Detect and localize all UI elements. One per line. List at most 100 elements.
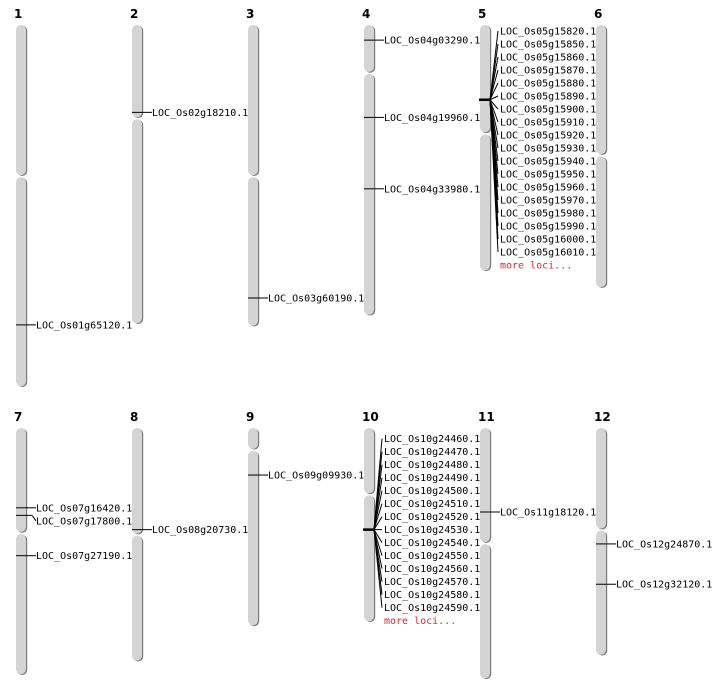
locus-label: LOC_Os05g15890.1 — [500, 92, 596, 103]
chromosome-number: 12 — [594, 410, 611, 424]
chromosome-number: 9 — [246, 410, 254, 424]
more-loci-link[interactable]: more loci... — [500, 261, 572, 272]
locus-label: LOC_Os05g15940.1 — [500, 157, 596, 168]
locus-label: LOC_Os10g24510.1 — [384, 499, 480, 510]
locus-label: LOC_Os10g24520.1 — [384, 512, 480, 523]
locus-label: LOC_Os05g15880.1 — [500, 79, 596, 90]
long-arm — [16, 177, 26, 387]
locus-label: LOC_Os10g24550.1 — [384, 551, 480, 562]
locus-label: LOC_Os05g15930.1 — [500, 144, 596, 155]
locus-label: LOC_Os03g60190.1 — [268, 294, 364, 305]
short-arm — [596, 25, 606, 155]
locus-label: LOC_Os07g27190.1 — [36, 551, 132, 562]
chromosome-5: 5LOC_Os05g15820.1LOC_Os05g15850.1LOC_Os0… — [478, 7, 596, 272]
short-arm — [480, 428, 490, 543]
locus-label: LOC_Os05g15900.1 — [500, 105, 596, 116]
locus-label: LOC_Os05g16010.1 — [500, 248, 596, 259]
chromosome-number: 6 — [594, 7, 602, 21]
locus-label: LOC_Os05g15970.1 — [500, 196, 596, 207]
locus-label: LOC_Os10g24530.1 — [384, 525, 480, 536]
locus-label: LOC_Os05g15820.1 — [500, 27, 596, 38]
chromosome-number: 8 — [130, 410, 138, 424]
long-arm — [248, 450, 258, 626]
long-arm — [596, 530, 606, 655]
locus-label: LOC_Os05g15910.1 — [500, 118, 596, 129]
long-arm — [480, 544, 490, 679]
locus-label: LOC_Os04g19960.1 — [384, 113, 480, 124]
chromosome-7: 7LOC_Os07g16420.1LOC_Os07g17800.1LOC_Os0… — [14, 410, 132, 675]
short-arm — [364, 428, 374, 494]
locus-label: LOC_Os04g33980.1 — [384, 184, 480, 195]
locus-label: LOC_Os10g24470.1 — [384, 447, 480, 458]
locus-label: LOC_Os05g15960.1 — [500, 183, 596, 194]
chromosome-10: 10LOC_Os10g24460.1LOC_Os10g24470.1LOC_Os… — [362, 410, 480, 627]
long-arm — [364, 73, 374, 315]
locus-label: LOC_Os05g15990.1 — [500, 222, 596, 233]
locus-marker: LOC_Os10g24460.1LOC_Os10g24470.1LOC_Os10… — [363, 434, 480, 627]
locus-label: LOC_Os05g15920.1 — [500, 131, 596, 142]
chromosome-number: 10 — [362, 410, 379, 424]
locus-connector — [373, 529, 383, 608]
locus-label: LOC_Os10g24490.1 — [384, 473, 480, 484]
locus-connector — [373, 529, 383, 543]
chromosome-number: 11 — [478, 410, 495, 424]
chromosome-number: 1 — [14, 7, 22, 21]
locus-label: LOC_Os05g15950.1 — [500, 170, 596, 181]
locus-marker: LOC_Os09g09930.1 — [248, 471, 364, 482]
locus-label: LOC_Os05g15870.1 — [500, 66, 596, 77]
locus-marker: LOC_Os04g33980.1 — [364, 184, 480, 195]
chromosome-6: 6 — [594, 7, 608, 288]
locus-label: LOC_Os10g24460.1 — [384, 434, 480, 445]
short-arm — [132, 25, 142, 118]
locus-connector — [373, 503, 383, 530]
locus-connector — [489, 69, 499, 100]
long-arm — [16, 534, 26, 675]
long-arm — [364, 495, 374, 622]
locus-label: LOC_Os09g09930.1 — [268, 471, 364, 482]
more-loci-link[interactable]: more loci... — [384, 616, 456, 627]
short-arm — [16, 25, 26, 176]
short-arm — [364, 25, 374, 72]
locus-label: LOC_Os10g24540.1 — [384, 538, 480, 549]
locus-connector — [489, 56, 499, 100]
locus-connector — [373, 490, 383, 530]
short-arm — [248, 25, 258, 176]
chromosome-number: 5 — [478, 7, 486, 21]
chromosome-4: 4LOC_Os04g03290.1LOC_Os04g19960.1LOC_Os0… — [362, 7, 480, 316]
locus-marker: LOC_Os12g24870.1 — [596, 539, 712, 550]
locus-label: LOC_Os07g16420.1 — [36, 503, 132, 514]
locus-label: LOC_Os10g24480.1 — [384, 460, 480, 471]
locus-marker: LOC_Os01g65120.1 — [16, 320, 132, 331]
locus-marker: LOC_Os02g18210.1 — [132, 108, 248, 119]
locus-marker: LOC_Os05g15820.1LOC_Os05g15850.1LOC_Os05… — [479, 27, 596, 272]
locus-label: LOC_Os10g24500.1 — [384, 486, 480, 497]
short-arm — [596, 428, 606, 529]
locus-label: LOC_Os05g15860.1 — [500, 53, 596, 64]
locus-label: LOC_Os02g18210.1 — [152, 108, 248, 119]
chromosome-number: 2 — [130, 7, 138, 21]
locus-marker: LOC_Os07g16420.1 — [16, 503, 132, 514]
locus-connector — [489, 95, 499, 101]
locus-label: LOC_Os05g15850.1 — [500, 40, 596, 51]
locus-marker: LOC_Os12g32120.1 — [596, 580, 712, 591]
locus-connector — [373, 516, 383, 530]
locus-label: LOC_Os11g18120.1 — [500, 508, 596, 519]
long-arm — [132, 535, 142, 661]
locus-label: LOC_Os05g15980.1 — [500, 209, 596, 220]
long-arm — [596, 156, 606, 288]
locus-label: LOC_Os01g65120.1 — [36, 320, 132, 331]
locus-label: LOC_Os10g24570.1 — [384, 577, 480, 588]
chromosome-number: 7 — [14, 410, 22, 424]
locus-label: LOC_Os04g03290.1 — [384, 36, 480, 47]
locus-connector — [489, 99, 499, 253]
long-arm — [132, 119, 142, 324]
locus-label: LOC_Os08g20730.1 — [152, 525, 248, 536]
locus-marker: LOC_Os04g19960.1 — [364, 113, 480, 124]
